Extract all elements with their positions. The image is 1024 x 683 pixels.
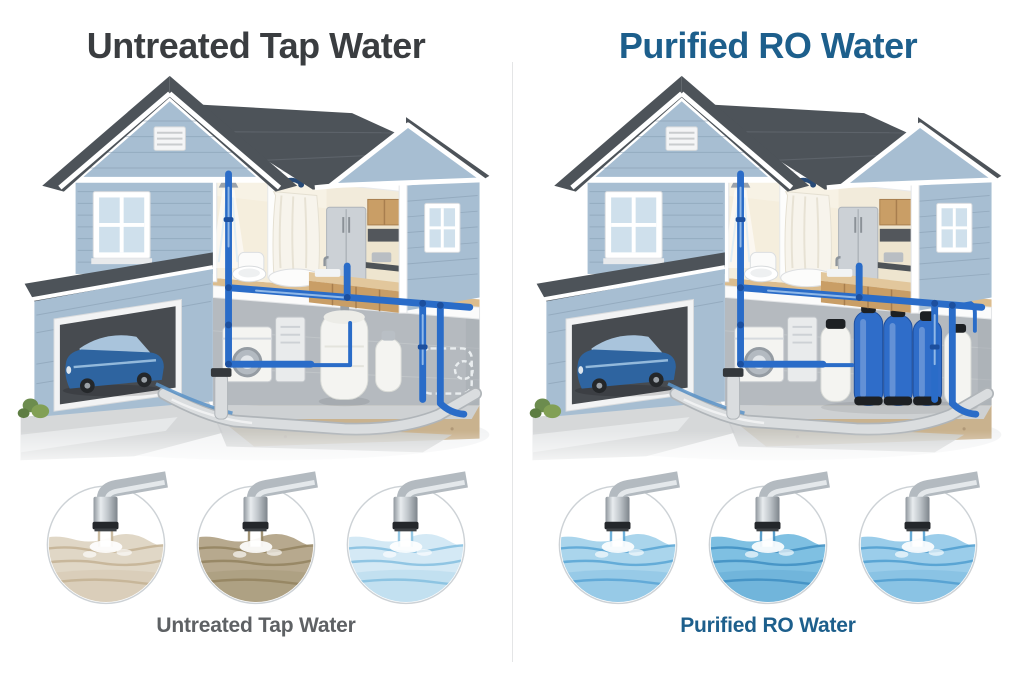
front-window (91, 190, 153, 264)
side-window (424, 202, 461, 253)
faucet-sample-circle (858, 470, 980, 604)
water-heater (308, 295, 402, 406)
shower-curtain (268, 177, 323, 287)
faucet-sample-circle (196, 470, 318, 604)
right-wing (689, 102, 1002, 314)
faucet-icon (604, 470, 680, 531)
faucet-samples-untreated (32, 466, 480, 614)
kitchen (820, 198, 916, 313)
ghost-equipment-outline (419, 346, 474, 395)
faucet-icon (392, 470, 468, 531)
panel-title-untreated: Untreated Tap Water (86, 25, 426, 66)
bushes (17, 398, 50, 418)
side-window (936, 202, 973, 253)
shower-curtain (780, 177, 835, 287)
pipes (223, 170, 474, 418)
faucet-samples-purified (544, 466, 992, 614)
left-gable-section (42, 75, 298, 274)
faucet-icon (92, 470, 168, 531)
panel-caption-untreated: Untreated Tap Water (156, 613, 356, 637)
car (62, 334, 165, 397)
attic-vent (153, 125, 186, 151)
right-wing (177, 102, 490, 314)
ro-tank-blue-1 (853, 302, 884, 406)
faucet-icon (754, 470, 830, 531)
toilet (743, 251, 779, 282)
front-window (603, 190, 665, 264)
ground-fade (20, 430, 492, 472)
pipes (735, 170, 986, 418)
faucet-sample-circle (558, 470, 680, 604)
panel-purified: Purified RO Water (512, 0, 1024, 683)
faucet-sample-circle (708, 470, 830, 604)
left-gable-section (554, 75, 810, 274)
car (574, 334, 677, 397)
ro-tank-blue-2 (883, 306, 913, 406)
faucet-icon (904, 470, 980, 531)
house-cutaway-purified (529, 75, 1004, 472)
toilet (231, 251, 267, 282)
furnace (787, 316, 818, 382)
underground-pipes (667, 367, 995, 436)
faucet-icon (242, 470, 318, 531)
ground-fade (532, 430, 1004, 472)
attic-vent (665, 125, 698, 151)
faucet-sample-circle (346, 470, 468, 604)
panel-divider (512, 62, 513, 662)
panel-caption-purified: Purified RO Water (680, 613, 856, 637)
panel-untreated: Untreated Tap Water (17, 25, 492, 637)
underground-pipes (155, 367, 483, 436)
bushes (529, 398, 562, 418)
garage (17, 251, 214, 418)
garage (529, 251, 726, 418)
furnace (275, 316, 306, 382)
panel-title-purified: Purified RO Water (618, 25, 918, 66)
faucet-sample-circle (46, 470, 168, 604)
house-cutaway-untreated (17, 75, 492, 472)
